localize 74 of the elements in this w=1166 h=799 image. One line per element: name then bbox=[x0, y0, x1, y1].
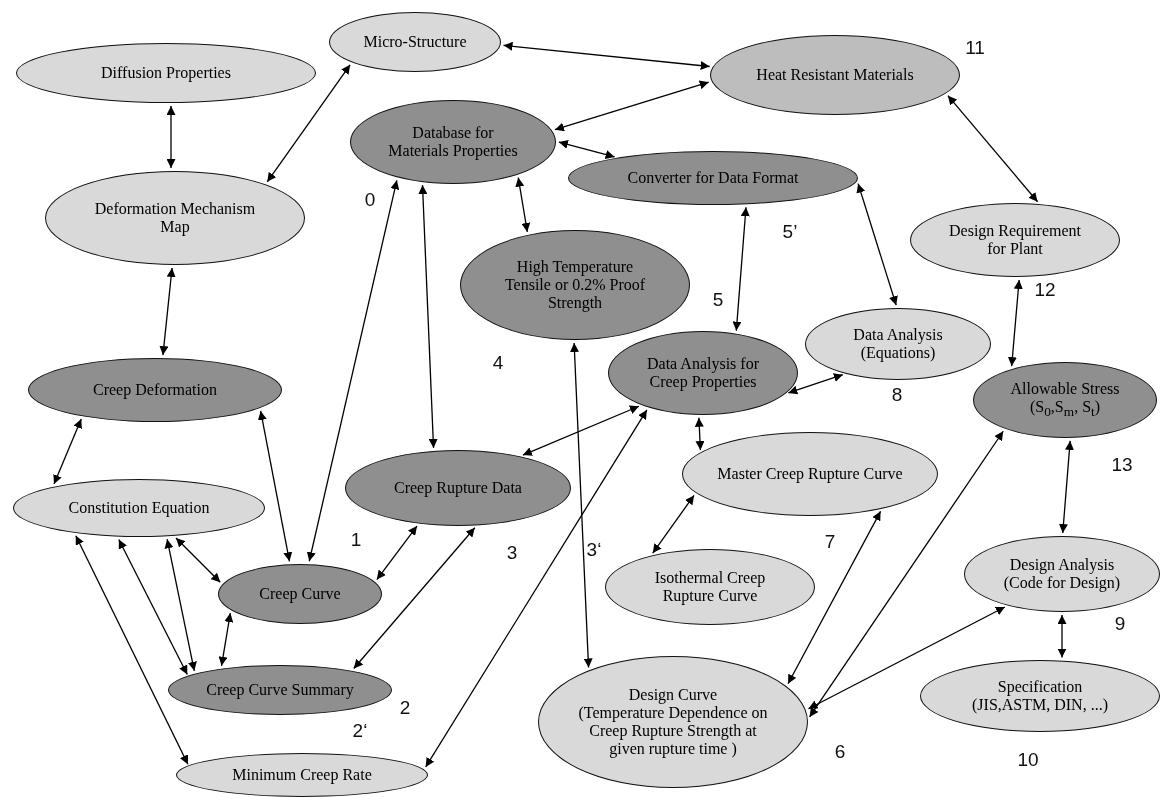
node-label: Specification (JIS,ASTM, DIN, ...) bbox=[971, 678, 1109, 714]
node-label: Creep Rupture Data bbox=[393, 479, 523, 497]
node-label: Creep Curve bbox=[258, 585, 342, 603]
node-label: Diffusion Properties bbox=[100, 64, 232, 82]
ellipse-node bbox=[218, 564, 382, 624]
double-arrow bbox=[808, 430, 1004, 718]
node-label: Creep Curve Summary bbox=[205, 681, 355, 699]
double-arrow bbox=[522, 405, 640, 456]
node-number: 13 bbox=[1111, 454, 1133, 476]
node-number: 5’ bbox=[782, 221, 798, 243]
double-arrow bbox=[306, 179, 400, 562]
double-arrow bbox=[418, 184, 438, 449]
node-label: Converter for Data Format bbox=[626, 169, 800, 187]
node-label: Minimum Creep Rate bbox=[231, 766, 373, 784]
double-arrow bbox=[502, 41, 711, 71]
node-number: 12 bbox=[1034, 279, 1056, 301]
node-number: 5 bbox=[712, 289, 724, 311]
double-arrow bbox=[425, 409, 648, 768]
node-label: Data Analysis (Equations) bbox=[852, 326, 944, 362]
double-arrow bbox=[1007, 279, 1023, 367]
double-arrow bbox=[570, 342, 593, 669]
double-arrow bbox=[694, 417, 705, 451]
double-arrow bbox=[787, 373, 844, 395]
node-label: (Temperature Dependence on Creep Rupture Strength at given rupture time ) bbox=[578, 704, 768, 758]
node-label: Deformation Mechanism Map bbox=[93, 200, 257, 236]
node-label: Design Analysis (Code for Design) bbox=[1002, 556, 1122, 592]
double-arrow bbox=[159, 267, 176, 356]
double-arrow bbox=[856, 183, 898, 306]
node-label: Allowable Stress (S$_{0}$,S$_{m}$, S$_{t}$) bbox=[1009, 380, 1121, 420]
double-arrow bbox=[266, 64, 351, 183]
node-label: Micro-Structure bbox=[362, 33, 468, 51]
node-number: 2‘ bbox=[352, 720, 368, 742]
double-arrow bbox=[1059, 440, 1074, 534]
double-arrow bbox=[175, 537, 221, 583]
double-arrow bbox=[53, 418, 82, 485]
double-arrow bbox=[75, 535, 189, 765]
double-arrow bbox=[353, 527, 476, 670]
node-label: Master Creep Rupture Curve bbox=[716, 465, 904, 483]
node-label: Constitution Equation bbox=[67, 499, 211, 517]
node-label: High Temperature Tensile or 0.2% Proof Strength bbox=[503, 258, 647, 312]
node-label: Creep Deformation bbox=[92, 381, 218, 399]
node-label: Heat Resistant Materials bbox=[755, 66, 915, 84]
node-number: 7 bbox=[824, 531, 836, 553]
node-number: 6 bbox=[834, 741, 846, 763]
node-number: 9 bbox=[1114, 613, 1126, 635]
node-label: Isothermal Creep Rupture Curve bbox=[653, 569, 767, 605]
double-arrow bbox=[166, 105, 176, 169]
ellipse-node bbox=[176, 753, 428, 797]
node-label: Design Curve bbox=[627, 686, 719, 705]
double-arrow bbox=[558, 140, 616, 159]
double-arrow bbox=[376, 525, 418, 581]
double-arrow bbox=[652, 494, 695, 554]
node-label: Data Analysis for Creep Properties bbox=[646, 355, 760, 391]
node-number: 4 bbox=[492, 352, 504, 374]
callout-number: 1 bbox=[350, 529, 362, 551]
node-number: 8 bbox=[891, 384, 903, 406]
double-arrow bbox=[257, 410, 293, 562]
double-arrow bbox=[787, 510, 882, 685]
double-arrow bbox=[732, 206, 750, 332]
node-label: Database for Materials Properties bbox=[387, 124, 519, 160]
node-number: 3 bbox=[506, 542, 518, 564]
node-number: 11 bbox=[965, 37, 985, 59]
double-arrow bbox=[947, 95, 1039, 203]
double-arrow bbox=[164, 538, 197, 672]
node-number: 0 bbox=[364, 189, 376, 211]
node-number: 2 bbox=[399, 697, 411, 719]
double-arrow bbox=[554, 80, 710, 132]
double-arrow bbox=[218, 612, 234, 667]
node-number: 10 bbox=[1017, 749, 1039, 771]
double-arrow bbox=[118, 538, 188, 676]
node-number: 3‘ bbox=[586, 539, 602, 561]
node-label: Design Requirement for Plant bbox=[948, 222, 1082, 258]
double-arrow bbox=[807, 606, 1006, 710]
double-arrow bbox=[1057, 614, 1067, 659]
